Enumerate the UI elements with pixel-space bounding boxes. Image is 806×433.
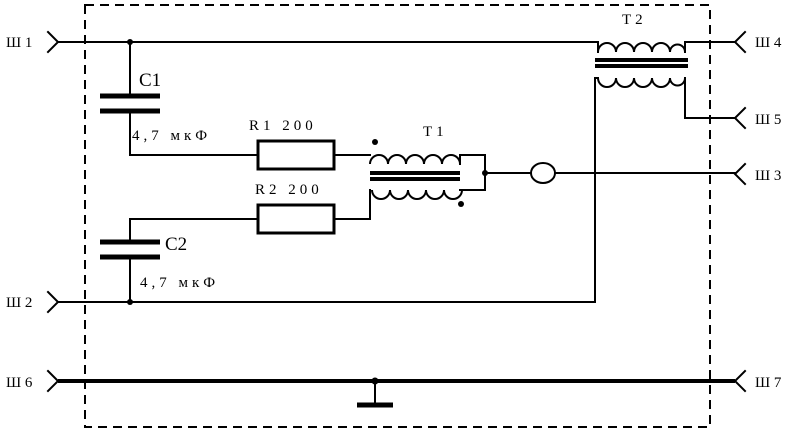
- c2-name: C2: [165, 234, 187, 255]
- resistor-r2: [256, 203, 336, 235]
- wire-x2-to-t2: [57, 79, 596, 303]
- r2-label: R2 200: [255, 182, 323, 198]
- connector-x6-label: Ш 6: [6, 375, 33, 391]
- connector-x5-label: Ш 5: [755, 112, 781, 128]
- connector-x1-symbol: [46, 30, 60, 54]
- connector-x4-symbol: [733, 30, 747, 54]
- c2-value: 4,7 мкФ: [140, 275, 219, 291]
- wire-c1-to-r1: [129, 112, 259, 156]
- t2-name: T2: [622, 12, 647, 28]
- connector-x5-symbol: [733, 106, 747, 130]
- connector-x4-label: Ш 4: [755, 35, 782, 51]
- connector-x3-label: Ш 3: [755, 168, 781, 184]
- connector-x6-symbol: [46, 369, 60, 393]
- connector-x2-symbol: [46, 290, 60, 314]
- enclosure-border: [84, 4, 711, 428]
- resistor-r1: [256, 139, 336, 171]
- c1-name: C1: [139, 70, 161, 91]
- t1-polarity-dot-top: [372, 139, 378, 145]
- wire-t2-to-x5: [684, 77, 736, 119]
- connector-x7-symbol: [733, 369, 747, 393]
- t2-primary-winding: [597, 42, 686, 53]
- t2-secondary-winding: [597, 77, 686, 88]
- coax-connector-symbol: [530, 162, 556, 184]
- wire-r2-to-c2: [129, 218, 259, 241]
- c1-value: 4,7 мкФ: [132, 128, 211, 144]
- connector-x3-symbol: [733, 162, 747, 186]
- t1-polarity-dot-bottom: [458, 201, 464, 207]
- t1-lower-winding: [371, 189, 463, 200]
- connector-x7-label: Ш 7: [755, 375, 782, 391]
- r1-label: R1 200: [249, 118, 317, 134]
- wire-r2-to-t1: [333, 189, 371, 220]
- t1-output-bracket: [459, 154, 486, 191]
- connector-x2-label: Ш 2: [6, 295, 32, 311]
- t1-upper-winding: [369, 154, 461, 165]
- connector-x1-label: Ш 1: [6, 35, 32, 51]
- t1-name: T1: [423, 124, 448, 140]
